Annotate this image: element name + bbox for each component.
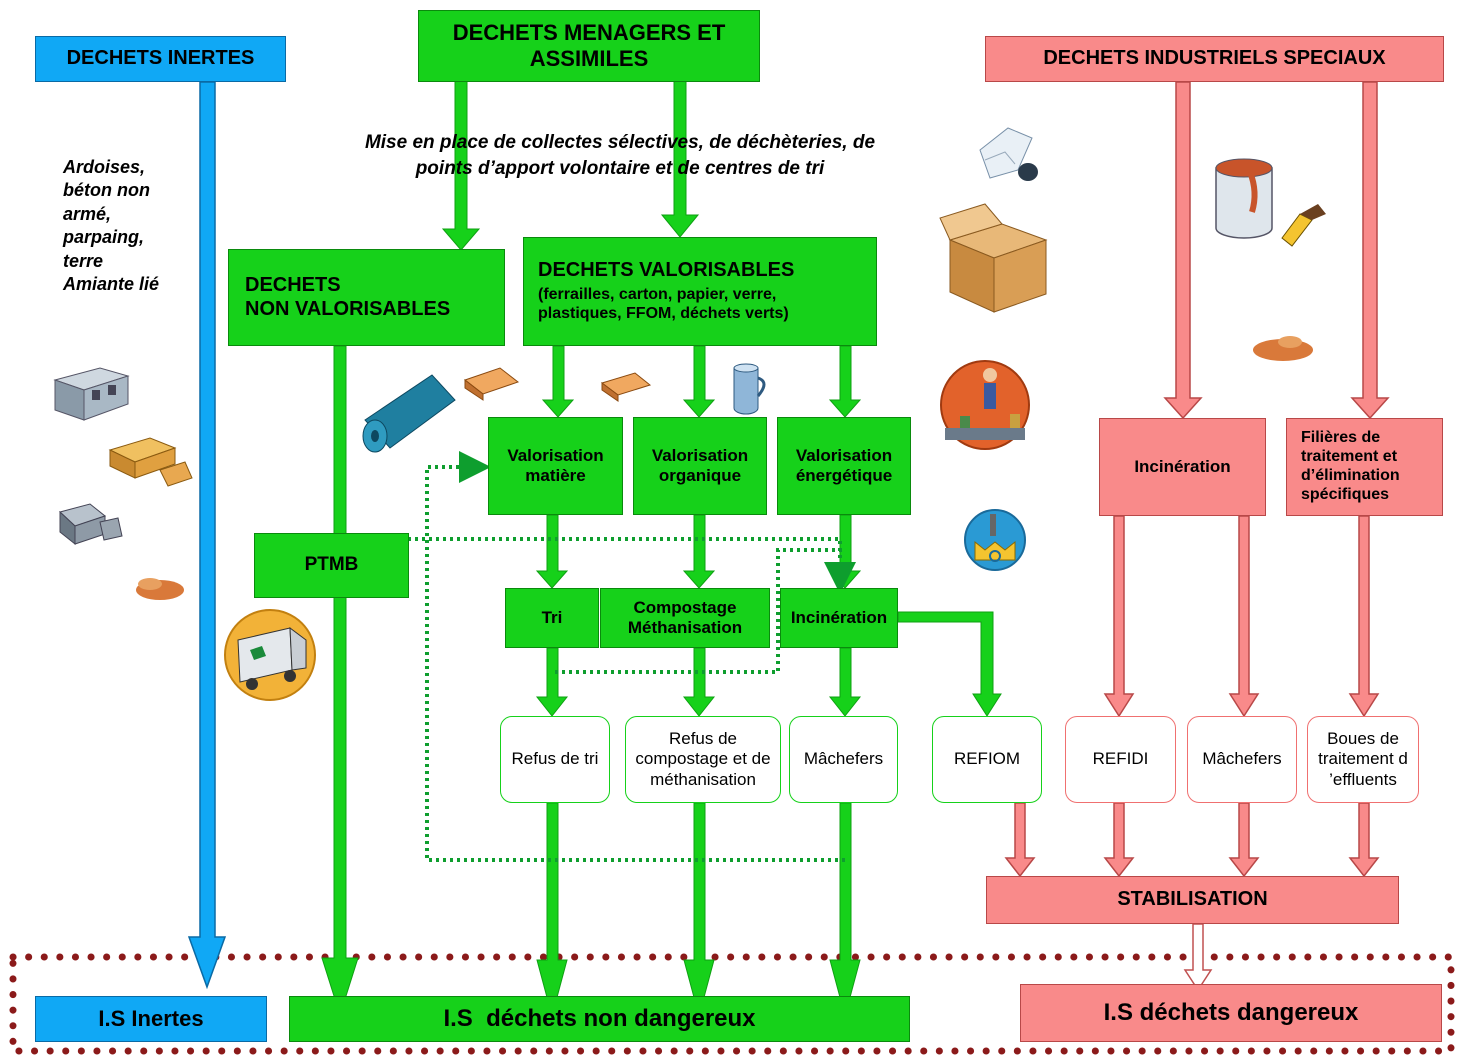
node-dechets-non-valorisables: DECHETS NON VALORISABLES — [228, 249, 505, 346]
collectes-note-line1: Mise en place de collectes sélectives, d… — [364, 132, 876, 153]
destination-is-non-dangereux: I.S déchets non dangereux — [289, 996, 910, 1042]
output-refus-de-tri: Refus de tri — [500, 716, 610, 803]
valorisables-detail-line2: plastiques, FFOM, déchets verts) — [538, 305, 789, 323]
destination-is-inertes: I.S Inertes — [35, 996, 267, 1042]
output-machefers-pink: Mâchefers — [1187, 716, 1297, 803]
spill-icon — [1253, 336, 1313, 361]
valorisables-detail-line1: (ferrailles, carton, papier, verre, — [538, 286, 777, 304]
inertes-example: armé, — [63, 203, 112, 224]
paint-bucket-icon — [1215, 158, 1326, 247]
factory-icon — [964, 509, 1026, 571]
non-valorisables-line1: DECHETS — [245, 273, 341, 296]
node-valorisation-matiere: Valorisation matière — [488, 417, 623, 515]
inertes-examples: Ardoises, béton non armé, parpaing, terr… — [63, 156, 159, 296]
inertes-example: parpaing, — [63, 227, 145, 248]
output-refiom: REFIOM — [932, 716, 1042, 803]
node-stabilisation: STABILISATION — [986, 876, 1399, 924]
crumpled-paper-icon — [979, 127, 1038, 181]
destination-is-dangereux: I.S déchets dangereux — [1020, 984, 1442, 1042]
inertes-example: Ardoises, — [63, 157, 146, 177]
header-dechets-menagers: DECHETS MENAGERS ET ASSIMILES — [418, 10, 760, 82]
valorisables-title: DECHETS VALORISABLES — [538, 258, 795, 281]
wood-plank-icon — [600, 372, 652, 402]
node-dechets-valorisables: DECHETS VALORISABLES (ferrailles, carton… — [523, 237, 877, 346]
inertes-example: béton non — [63, 180, 150, 201]
collectes-note: Mise en place de collectes sélectives, d… — [290, 130, 950, 181]
arrow-inertes — [187, 81, 227, 990]
node-tri: Tri — [505, 588, 599, 648]
storage-zone-dotted-border — [9, 953, 1455, 1055]
cardboard-box-icon — [939, 203, 1048, 313]
dotted-feedback-lines — [408, 451, 856, 862]
output-machefers-green: Mâchefers — [789, 716, 898, 803]
output-refus-compostage: Refus de compostage et de méthanisation — [625, 716, 781, 803]
node-valorisation-energetique: Valorisation énergétique — [777, 417, 911, 515]
inertes-example: Amiante lié — [63, 273, 160, 294]
collectes-note-line2: points d’apport volontaire et de centres… — [415, 157, 825, 179]
concrete-block-icon — [53, 367, 130, 421]
non-valorisables-line2: NON VALORISABLES — [245, 297, 451, 320]
output-refidi: REFIDI — [1065, 716, 1176, 803]
jug-icon — [733, 363, 766, 415]
bricks-icon — [108, 437, 193, 487]
pink-arrows — [1004, 81, 1390, 878]
node-incineration-pink: Incinération — [1099, 418, 1266, 516]
node-ptmb: PTMB — [254, 533, 409, 598]
arrow-stabilisation-to-dangereux — [1183, 923, 1213, 992]
header-dechets-industriels: DECHETS INDUSTRIELS SPECIAUX — [985, 36, 1444, 82]
earth-pile-icon — [136, 578, 184, 600]
sorting-worker-icon — [940, 360, 1030, 450]
node-valorisation-organique: Valorisation organique — [633, 417, 767, 515]
node-filieres-specifiques: Filières de traitement et d’élimination … — [1286, 418, 1443, 516]
header-dechets-inertes: DECHETS INERTES — [35, 36, 286, 82]
node-compostage-methanisation: Compostage Méthanisation — [600, 588, 770, 648]
output-boues-effluents: Boues de traitement d ’effluents — [1307, 716, 1419, 803]
node-incineration-green: Incinération — [780, 588, 898, 648]
inertes-example: terre — [63, 250, 104, 271]
plastic-roll-icon — [362, 374, 456, 453]
rubble-icon — [58, 503, 123, 546]
wood-plank-icon — [463, 367, 520, 401]
truck-icon — [224, 609, 316, 701]
green-arrows — [321, 79, 1002, 1018]
